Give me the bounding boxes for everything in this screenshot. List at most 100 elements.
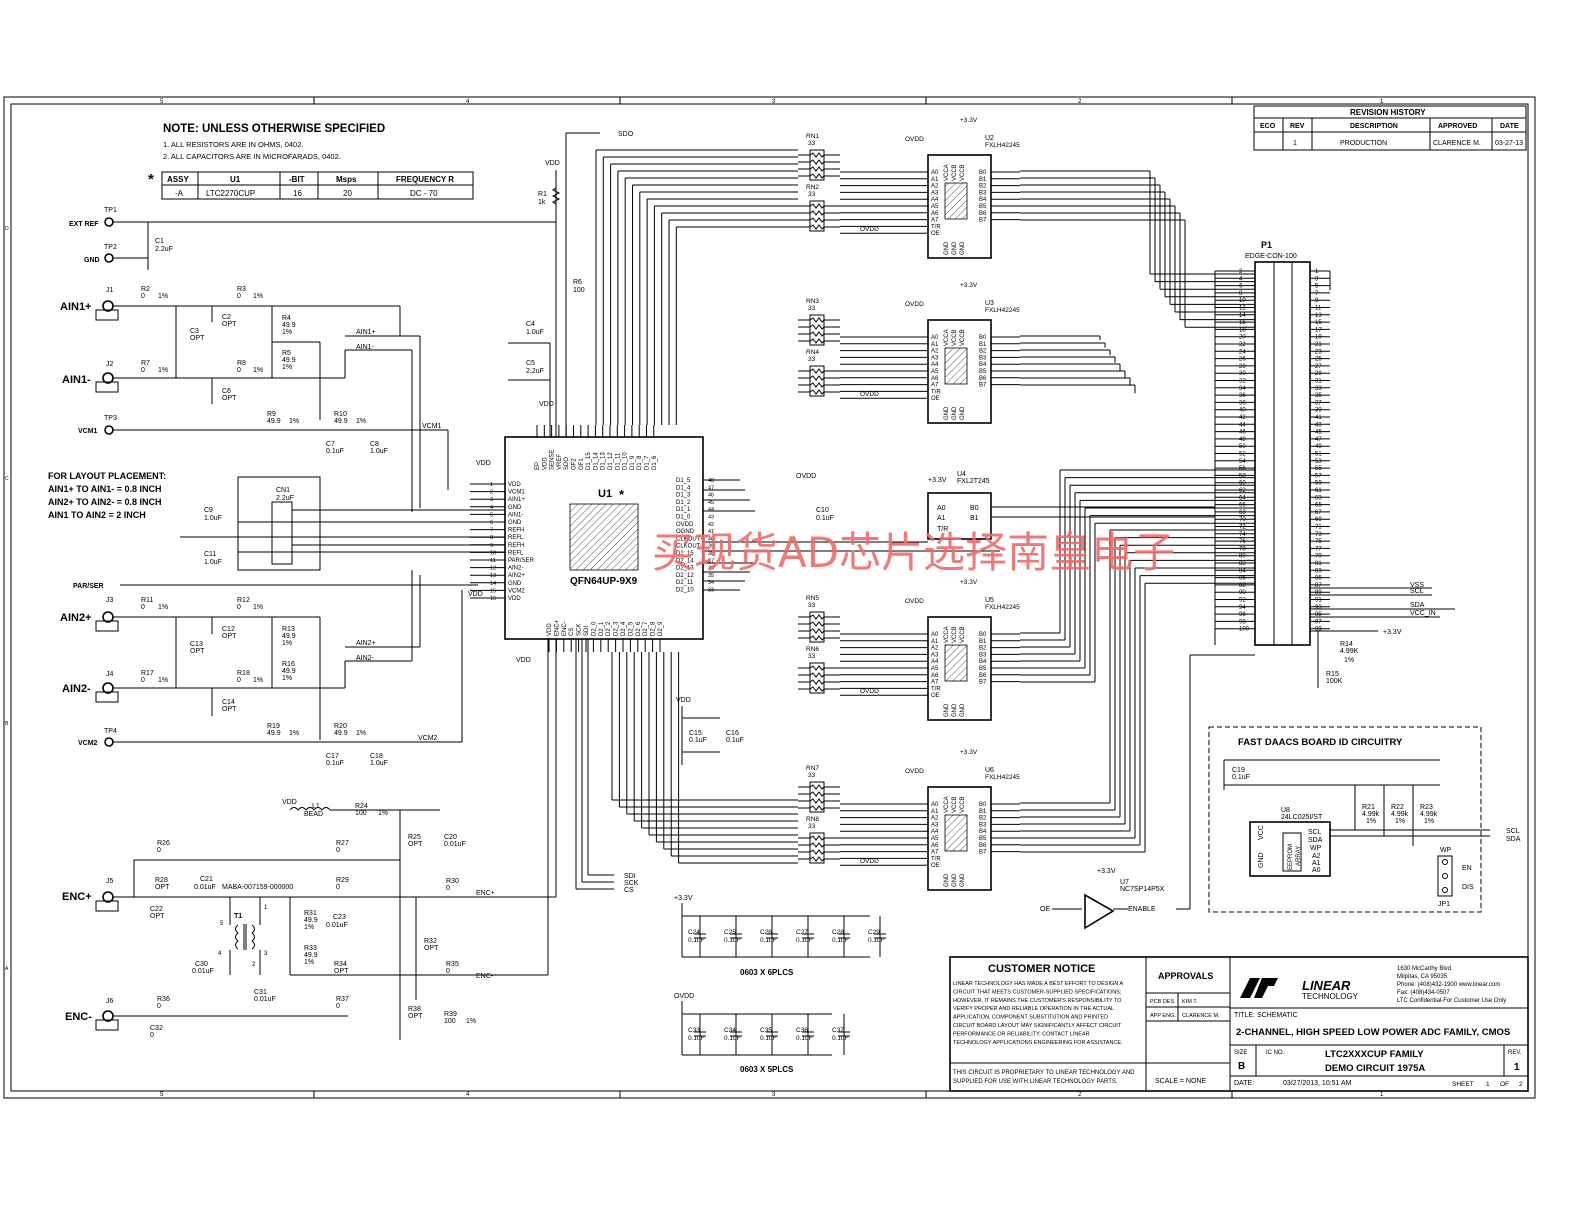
u1-left-num-12: 13 [490, 573, 496, 579]
u6-a4: A4 [931, 829, 939, 835]
p1-right-43: 87 [1315, 583, 1322, 589]
gnd-label: GND [84, 257, 100, 264]
p1-edge-connector: P1 EDGE-CON-100 246810121416182022242628… [1190, 240, 1455, 688]
layout-line2: AIN2+ TO AIN2- = 0.8 INCH [48, 497, 162, 507]
t1-pin5: 5 [220, 921, 224, 927]
r22-tol: 1% [1395, 818, 1405, 825]
p1-right-15: 31 [1315, 379, 1322, 385]
u1-left-num-9: 10 [490, 550, 496, 556]
bank1-cap-0: C24 [688, 929, 700, 936]
ext-ref-label: EXT REF [69, 221, 99, 228]
u4-b0: B0 [970, 505, 979, 512]
p1-right-38: 77 [1315, 546, 1322, 552]
p1-left-33: 68 [1239, 510, 1246, 516]
p1-right-11: 23 [1315, 349, 1322, 355]
u4-a0: A0 [937, 505, 946, 512]
u1-right-num-4: 44 [708, 507, 714, 513]
u3-gnd1: GND [944, 406, 950, 420]
p1-right-4: 9 [1315, 298, 1319, 304]
u8-scl: SCL [1308, 829, 1322, 836]
p1-right-20: 41 [1315, 415, 1322, 421]
ic-line2: DEMO CIRCUIT 1975A [1325, 1063, 1425, 1074]
sheet-title: 2-CHANNEL, HIGH SPEED LOW POWER ADC FAMI… [1236, 1027, 1510, 1038]
ain1n-net: AIN1- [356, 344, 375, 351]
p1-left-26: 54 [1239, 459, 1246, 465]
p1-scl: SCL [1410, 588, 1424, 595]
p1-right-40: 81 [1315, 561, 1322, 567]
u1-left-num-10: 11 [490, 558, 496, 564]
u5-a1: A1 [931, 639, 939, 645]
tp3-testpoint[interactable] [104, 425, 114, 435]
jp1-jumper[interactable] [1437, 855, 1453, 897]
u6-b5: B5 [979, 836, 987, 842]
p1-left-44: 90 [1239, 590, 1246, 596]
c5-ref: C5 [526, 360, 535, 367]
eeprom-label: EEPROM [1288, 844, 1294, 870]
boardid-sda: SDA [1506, 836, 1521, 843]
r13-tol: 1% [282, 640, 292, 647]
rev-title: REVISION HISTORY [1350, 108, 1426, 117]
r2-ref: R2 [141, 286, 150, 293]
u6-a6: A6 [931, 843, 939, 849]
p1-left-28: 58 [1239, 473, 1246, 479]
u1-left-num-2: 3 [490, 497, 493, 503]
bank1-cap-1: C25 [724, 929, 736, 936]
assy-h1: U1 [230, 175, 241, 184]
notes-line1: 1. ALL RESISTORS ARE IN OHMS, 0402. [163, 140, 303, 149]
ain1n-label: AIN1- [62, 374, 91, 386]
c9-ref: C9 [204, 507, 213, 514]
layout-line1: AIN1+ TO AIN1- = 0.8 INCH [48, 484, 162, 494]
r37-val: 0 [336, 1003, 340, 1010]
sheet-label: SHEET [1452, 1081, 1474, 1088]
r5-tol: 1% [282, 364, 292, 371]
u7-p33: +3.3V [1097, 868, 1116, 875]
t1-secondary [251, 924, 255, 950]
r36-val: 0 [157, 1003, 161, 1010]
u2-b6: B6 [979, 211, 987, 217]
r39-val: 100 [444, 1018, 456, 1025]
frame-side-b: B [5, 721, 9, 727]
u1-right-num-2: 46 [708, 493, 714, 499]
r27-val: 0 [336, 847, 340, 854]
u2-vcca: VCCA [944, 164, 950, 181]
assy-r2: 16 [293, 189, 302, 198]
r14-ref: R14 [1340, 641, 1353, 648]
icno-label: IC NO. [1266, 1050, 1285, 1056]
u6-part: FXLH42245 [985, 774, 1020, 781]
p1-right-17: 35 [1315, 393, 1322, 399]
sdo-net: SDO [618, 131, 634, 138]
tp2-testpoint[interactable] [104, 253, 114, 263]
tp1-testpoint[interactable] [104, 217, 114, 227]
assy-h3: Msps [336, 175, 357, 184]
u3-ovdd2: OVDD [860, 391, 879, 398]
p1-left-38: 78 [1239, 546, 1246, 552]
bank2-val-4: 0.1uF [832, 1035, 849, 1042]
r24-tol: 1% [378, 810, 388, 817]
u6-a5: A5 [931, 836, 939, 842]
border-frame: 5 4 3 2 1 5 4 3 2 1 D C B A [3, 96, 1536, 1099]
u3-a2: A2 [931, 349, 939, 355]
u2-ovdd: OVDD [905, 136, 924, 143]
u5-ovdd2: OVDD [860, 688, 879, 695]
cn1-ref: CN1 [276, 487, 290, 494]
u3-ref: U3 [985, 300, 994, 307]
tp4-testpoint[interactable] [104, 737, 114, 747]
p1-left-31: 64 [1239, 495, 1246, 501]
u6-vccb: VCCB [952, 796, 958, 813]
c8-val: 1.0uF [370, 448, 388, 455]
r5-val: 49.9 [282, 357, 296, 364]
u1-left-pin-8: REFH [508, 543, 524, 549]
rn2-ref: RN2 [806, 184, 819, 191]
r26-val: 0 [157, 847, 161, 854]
r28-val: OPT [155, 884, 170, 891]
u8-wp: WP [1310, 845, 1322, 852]
r7-tol: 1% [158, 367, 168, 374]
bank1-val-2: 0.1uF [760, 937, 777, 944]
r9-val: 49.9 [267, 418, 281, 425]
u2-b5: B5 [979, 204, 987, 210]
u6-a0: A0 [931, 802, 939, 808]
u6-p33: +3.3V [960, 749, 978, 756]
c18-ref: C18 [370, 753, 383, 760]
r15-val: 100K [1326, 678, 1343, 685]
